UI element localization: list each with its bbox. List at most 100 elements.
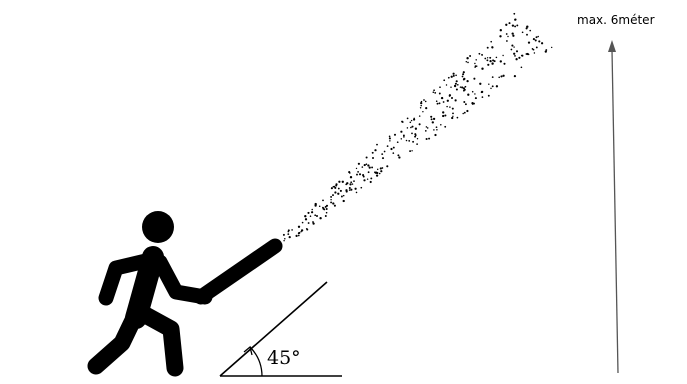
spray-droplet — [473, 78, 475, 80]
spray-droplet — [374, 149, 376, 151]
spray-droplet — [453, 73, 455, 75]
spray-droplet — [467, 94, 469, 96]
spray-droplet — [372, 152, 374, 154]
spray-droplet — [511, 49, 513, 51]
spray-droplet — [446, 106, 447, 107]
spray-droplet — [498, 77, 500, 79]
spray-droplet — [403, 135, 405, 137]
spray-droplet — [298, 232, 300, 234]
spray-droplet — [444, 126, 446, 128]
spray-droplet — [462, 113, 464, 115]
spray-droplet — [390, 148, 392, 150]
spray-droplet — [487, 64, 489, 66]
spray-droplet — [283, 240, 284, 241]
water-spray-icon — [283, 13, 552, 242]
spray-droplet — [409, 150, 411, 152]
spray-droplet — [491, 46, 493, 48]
spray-droplet — [382, 157, 384, 159]
spray-droplet — [284, 238, 286, 240]
spray-droplet — [487, 47, 489, 49]
spray-droplet — [363, 176, 365, 178]
spray-droplet — [319, 206, 321, 208]
spray-droplet — [518, 57, 520, 59]
spray-droplet — [439, 93, 441, 95]
spray-droplet — [472, 103, 474, 105]
spray-droplet — [342, 181, 344, 183]
spray-droplet — [475, 59, 476, 60]
spray-droplet — [381, 153, 383, 155]
spray-droplet — [514, 75, 516, 77]
spray-droplet — [295, 235, 297, 237]
spray-droplet — [434, 134, 436, 136]
spray-droplet — [526, 26, 528, 28]
spray-droplet — [346, 182, 348, 184]
spray-droplet — [521, 55, 523, 57]
spray-droplet — [433, 129, 435, 131]
spray-droplet — [291, 229, 293, 231]
spray-droplet — [463, 101, 465, 103]
spray-droplet — [442, 115, 444, 117]
spray-droplet — [319, 217, 321, 219]
running-person-icon — [96, 211, 205, 368]
spray-droplet — [478, 53, 480, 55]
spray-droplet — [528, 54, 529, 55]
spray-droplet — [466, 57, 468, 59]
spray-droplet — [423, 99, 425, 101]
spray-droplet — [407, 118, 409, 120]
spray-droplet — [537, 36, 539, 38]
spray-droplet — [490, 41, 492, 43]
spray-droplet — [334, 205, 336, 207]
spray-droplet — [369, 166, 371, 168]
spray-droplet — [466, 61, 467, 62]
spray-droplet — [311, 209, 313, 211]
spray-droplet — [387, 145, 389, 147]
spray-droplet — [298, 235, 300, 237]
spray-droplet — [430, 116, 432, 118]
spray-droplet — [325, 215, 327, 217]
spray-droplet — [372, 157, 374, 159]
spray-droplet — [326, 208, 328, 210]
spray-droplet — [306, 229, 308, 231]
spray-droplet — [394, 134, 396, 136]
spray-droplet — [409, 121, 411, 123]
spray-droplet — [362, 166, 364, 168]
spray-droplet — [535, 39, 537, 41]
spray-droplet — [337, 193, 339, 195]
spray-droplet — [349, 189, 351, 191]
spray-droplet — [457, 84, 459, 86]
spray-droplet — [370, 177, 372, 179]
spray-droplet — [463, 71, 465, 73]
spray-droplet — [502, 75, 504, 77]
spray-droplet — [514, 55, 516, 57]
spray-droplet — [287, 233, 289, 235]
spray-droplet — [534, 52, 535, 53]
spray-droplet — [489, 60, 491, 62]
spray-droplet — [332, 194, 334, 196]
spray-droplet — [541, 42, 543, 44]
spray-droplet — [467, 62, 469, 64]
spray-droplet — [516, 24, 518, 26]
spray-droplet — [426, 138, 428, 140]
spray-droplet — [492, 76, 494, 78]
spray-droplet — [514, 19, 516, 21]
spray-droplet — [364, 164, 366, 166]
spray-droplet — [334, 191, 336, 193]
spray-droplet — [379, 173, 381, 175]
spray-droplet — [486, 59, 488, 61]
spray-droplet — [401, 121, 403, 123]
spray-droplet — [521, 66, 523, 68]
spray-droplet — [338, 188, 340, 190]
spray-droplet — [370, 181, 372, 183]
spray-droplet — [322, 200, 324, 202]
spray-droplet — [500, 75, 502, 77]
spray-droplet — [472, 91, 474, 93]
spray-droplet — [460, 86, 462, 88]
spray-droplet — [441, 97, 443, 99]
spray-droplet — [377, 169, 378, 170]
spray-droplet — [443, 101, 445, 103]
spray-droplet — [474, 67, 475, 68]
spray-droplet — [492, 85, 494, 87]
spray-droplet — [283, 234, 285, 236]
spray-droplet — [376, 174, 378, 176]
spray-droplet — [496, 85, 498, 87]
